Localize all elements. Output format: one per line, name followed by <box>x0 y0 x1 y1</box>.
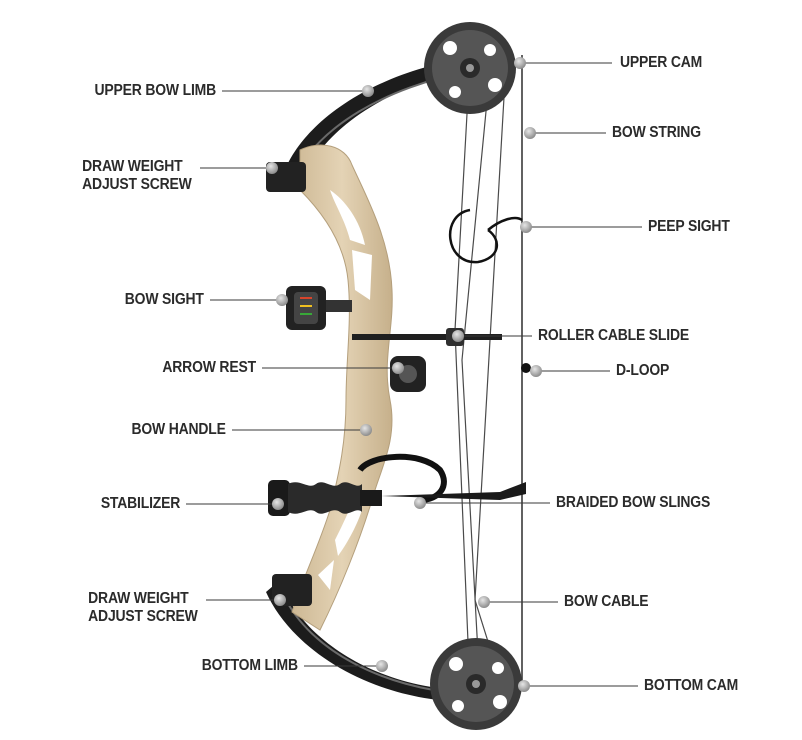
marker-dots <box>266 57 542 692</box>
label-line-1: DRAW WEIGHT <box>88 590 190 607</box>
d-loop <box>521 363 531 373</box>
label-upper-bow-limb: UPPER BOW LIMB <box>94 82 217 99</box>
label-bow-handle: BOW HANDLE <box>131 421 226 438</box>
bow-riser <box>291 144 393 631</box>
marker-draw-weight-top <box>266 162 278 174</box>
label-bow-sight: BOW SIGHT <box>125 291 204 308</box>
label-arrow-rest: ARROW REST <box>162 359 256 376</box>
label-draw-weight-adjust-screw-bottom: DRAW WEIGHT ADJUST SCREW <box>88 590 199 626</box>
marker-upper-bow-limb <box>362 85 374 97</box>
braided-bow-sling <box>357 453 526 503</box>
label-upper-cam: UPPER CAM <box>620 54 703 71</box>
marker-d-loop <box>530 365 542 377</box>
label-peep-sight: PEEP SIGHT <box>648 218 730 235</box>
bow-cables <box>454 59 506 691</box>
label-line-2: ADJUST SCREW <box>88 608 199 625</box>
marker-roller-cable-slide <box>452 330 464 342</box>
marker-bow-handle <box>360 424 372 436</box>
marker-bow-cable <box>478 596 490 608</box>
bow-sight <box>286 286 352 330</box>
label-bottom-cam: BOTTOM CAM <box>644 677 739 694</box>
bottom-cam <box>430 638 522 730</box>
label-stabilizer: STABILIZER <box>100 495 180 512</box>
label-roller-cable-slide: ROLLER CABLE SLIDE <box>538 327 689 344</box>
label-d-loop: D-LOOP <box>616 362 670 379</box>
label-line-2: ADJUST SCREW <box>82 176 193 193</box>
leader-lines <box>186 62 642 687</box>
marker-bottom-limb <box>376 660 388 672</box>
marker-bow-sight <box>276 294 288 306</box>
marker-upper-cam <box>514 57 526 69</box>
marker-stabilizer <box>272 498 284 510</box>
marker-arrow-rest <box>392 362 404 374</box>
peep-sight <box>448 208 523 264</box>
label-draw-weight-adjust-screw-top: DRAW WEIGHT ADJUST SCREW <box>82 158 193 194</box>
label-bow-string: BOW STRING <box>612 124 701 141</box>
label-braided-bow-slings: BRAIDED BOW SLINGS <box>556 494 711 511</box>
marker-braided-bow-slings <box>414 497 426 509</box>
marker-bow-string <box>524 127 536 139</box>
label-line-1: DRAW WEIGHT <box>82 158 184 175</box>
marker-draw-weight-bottom <box>274 594 286 606</box>
marker-peep-sight <box>520 221 532 233</box>
arrow-rest <box>390 356 426 392</box>
label-bottom-limb: BOTTOM LIMB <box>201 657 298 674</box>
upper-cam <box>424 22 516 114</box>
marker-bottom-cam <box>518 680 530 692</box>
label-bow-cable: BOW CABLE <box>564 593 649 610</box>
